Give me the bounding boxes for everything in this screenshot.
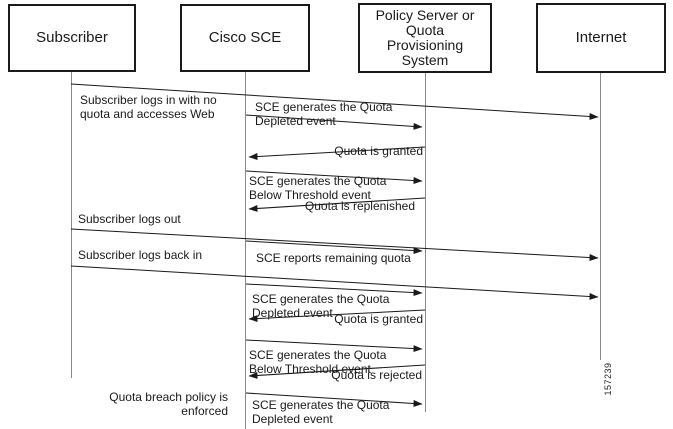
- actor-box-policy-server: Policy Server or Quota Provisioning Syst…: [358, 3, 492, 73]
- message-label-quota-below-threshold-1: SCE generates the Quota Below Threshold …: [249, 174, 387, 202]
- note-label-quota-breach-policy-enforced: Quota breach policy is enforced: [109, 390, 228, 418]
- lifeline-cisco-sce: [245, 72, 246, 429]
- message-label-sce-reports-remaining-quota: SCE reports remaining quota: [256, 251, 411, 265]
- message-label-quota-depleted-1: SCE generates the Quota Depleted event: [255, 100, 393, 128]
- actor-label-policy-server: Policy Server or Quota Provisioning Syst…: [375, 7, 475, 68]
- message-label-subscriber-logs-out: Subscriber logs out: [78, 212, 181, 226]
- figure-number-label: 157239: [603, 362, 613, 396]
- arrow-sce-reports-remaining-quota: [245, 240, 423, 255]
- lifeline-policy-server: [425, 73, 426, 412]
- lifeline-subscriber: [71, 72, 72, 378]
- message-label-quota-granted-1: Quota is granted: [334, 144, 423, 158]
- actor-box-internet: Internet: [536, 3, 666, 73]
- message-label-quota-granted-2: Quota is granted: [334, 312, 423, 326]
- message-label-quota-below-threshold-2: SCE generates the Quota Below Threshold …: [249, 348, 387, 376]
- actor-label-cisco-sce: Cisco SCE: [208, 29, 282, 46]
- message-label-quota-replenished: Quota is replenished: [304, 199, 415, 213]
- message-label-quota-depleted-2: SCE generates the Quota Depleted event: [252, 292, 390, 320]
- actor-label-subscriber: Subscriber: [36, 29, 108, 46]
- lifeline-internet: [600, 73, 601, 360]
- message-label-quota-rejected: Quota is rejected: [331, 368, 422, 382]
- message-label-subscriber-logs-back-in: Subscriber logs back in: [78, 248, 203, 262]
- message-label-subscriber-login: Subscriber logs in with no quota and acc…: [80, 93, 217, 121]
- actor-box-subscriber: Subscriber: [8, 4, 136, 72]
- message-label-quota-depleted-3: SCE generates the Quota Depleted event: [252, 398, 390, 426]
- actor-label-internet: Internet: [575, 29, 627, 46]
- actor-box-cisco-sce: Cisco SCE: [180, 4, 310, 72]
